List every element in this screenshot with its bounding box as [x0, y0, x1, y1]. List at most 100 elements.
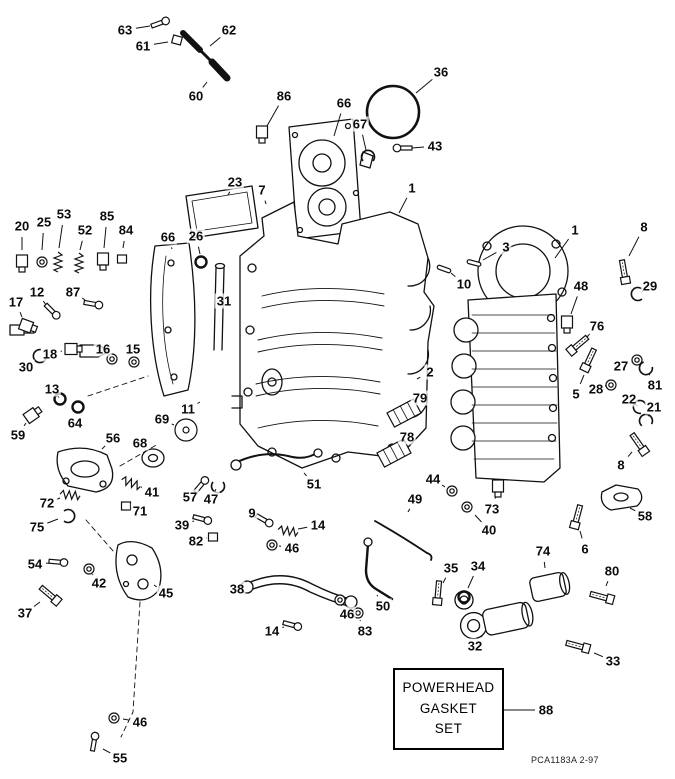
- leader-line-49: [407, 508, 411, 513]
- nut-part-glyph: [116, 254, 128, 264]
- leader-line-47: [214, 488, 217, 492]
- spring-part-glyph: [277, 524, 299, 538]
- leader-line-87: [81, 297, 86, 301]
- bolt-part-glyph: [629, 431, 651, 458]
- leader-line-52: [79, 240, 83, 251]
- leader-line-25: [41, 232, 44, 251]
- callout-31: 31: [214, 293, 234, 309]
- leader-line-60: [202, 81, 208, 88]
- leader-line-40: [474, 514, 482, 523]
- leader-line-14: [282, 626, 285, 628]
- thermostat-housing-drawing: [56, 447, 165, 493]
- washer-part-glyph: [631, 354, 643, 366]
- leader-line-1: [398, 197, 408, 214]
- cable-assembly-drawing: [180, 30, 231, 82]
- callout-88: 88: [536, 702, 556, 718]
- leader-line-1: [554, 238, 570, 259]
- leader-line-75: [47, 518, 59, 524]
- callout-20: 20: [12, 218, 32, 234]
- head-plate-drawing: [288, 118, 374, 240]
- callout-37: 37: [15, 605, 35, 621]
- leader-line-66: [333, 113, 342, 137]
- exhaust-cover-drawing: [150, 242, 196, 397]
- callout-72: 72: [37, 495, 57, 511]
- callout-61: 61: [133, 38, 153, 54]
- screw-part-glyph: [83, 299, 104, 310]
- leader-line-32: [480, 632, 485, 638]
- disc-part-glyph: [174, 418, 198, 442]
- leader-line-72: [57, 497, 61, 500]
- plug-part-glyph: [560, 315, 574, 334]
- leader-line-37: [33, 601, 41, 607]
- cap-74-drawing: [529, 572, 571, 602]
- leader-line-48: [570, 296, 578, 315]
- crankcase-half-drawing: [450, 225, 569, 483]
- callout-86: 86: [274, 88, 294, 104]
- gasket-set-line3: SET: [434, 721, 463, 737]
- clip-part-glyph: [638, 361, 654, 376]
- leader-line-2: [416, 376, 421, 380]
- lever-51-drawing: [230, 448, 323, 471]
- pin-part-glyph: [436, 264, 452, 274]
- washer-part-glyph: [106, 353, 118, 365]
- callout-50: 50: [373, 598, 393, 614]
- cylinder-32-drawing: [459, 601, 534, 640]
- callout-3: 3: [500, 239, 512, 255]
- callout-26: 26: [186, 228, 206, 244]
- callout-82: 82: [186, 533, 206, 549]
- leader-line-67: [362, 134, 367, 151]
- gasket-set-line1: POWERHEAD: [402, 679, 495, 695]
- callout-35: 35: [441, 560, 461, 576]
- callout-41: 41: [142, 484, 162, 500]
- callout-32: 32: [465, 638, 485, 654]
- washer-part-glyph: [108, 712, 120, 724]
- callout-38: 38: [227, 581, 247, 597]
- bolt-part-glyph: [565, 334, 590, 358]
- bracket-45-drawing: [115, 541, 162, 601]
- bolt-part-glyph: [618, 259, 632, 286]
- plug-part-glyph: [96, 252, 110, 271]
- leader-line-76: [586, 333, 590, 338]
- callout-71: 71: [130, 503, 150, 519]
- washer-part-glyph: [605, 379, 617, 391]
- callout-66: 66: [334, 95, 354, 111]
- callout-15: 15: [123, 341, 143, 357]
- callout-42: 42: [89, 575, 109, 591]
- callout-64: 64: [65, 415, 85, 431]
- rod-drawings: [363, 520, 433, 601]
- bracket-58-drawing: [600, 484, 643, 511]
- callout-22: 22: [619, 391, 639, 407]
- spring-part-glyph: [121, 475, 141, 491]
- callout-12: 12: [27, 284, 47, 300]
- cylinder-block-drawing: [231, 201, 435, 469]
- bolt-part-glyph: [431, 580, 443, 606]
- plug-part-glyph: [15, 254, 29, 273]
- leader-line-80: [605, 581, 609, 587]
- callout-13: 13: [42, 381, 62, 397]
- callout-43: 43: [425, 138, 445, 154]
- callout-81: 81: [645, 377, 665, 393]
- screw-part-glyph: [43, 302, 61, 320]
- callout-36: 36: [431, 64, 451, 80]
- leader-line-17: [19, 312, 23, 318]
- leader-line-39: [192, 520, 195, 522]
- callout-66: 66: [158, 229, 178, 245]
- callout-9: 9: [246, 505, 258, 521]
- washer-part-glyph: [334, 594, 346, 606]
- callout-47: 47: [201, 491, 221, 507]
- leader-line-42: [92, 573, 94, 576]
- clip-part-glyph: [63, 508, 76, 524]
- leader-line-44: [441, 484, 446, 488]
- leader-line-51: [303, 472, 307, 477]
- callout-53: 53: [54, 206, 74, 222]
- callout-58: 58: [635, 508, 655, 524]
- callout-30: 30: [16, 359, 36, 375]
- gasket-set-line2: GASKET: [419, 700, 478, 716]
- callout-18: 18: [40, 346, 60, 362]
- callout-85: 85: [97, 208, 117, 224]
- oring-part-glyph: [457, 590, 471, 604]
- leader-line-66: [171, 247, 173, 250]
- leader-line-58: [629, 507, 636, 512]
- oring-part-glyph: [71, 400, 85, 414]
- callout-67: 67: [350, 116, 370, 132]
